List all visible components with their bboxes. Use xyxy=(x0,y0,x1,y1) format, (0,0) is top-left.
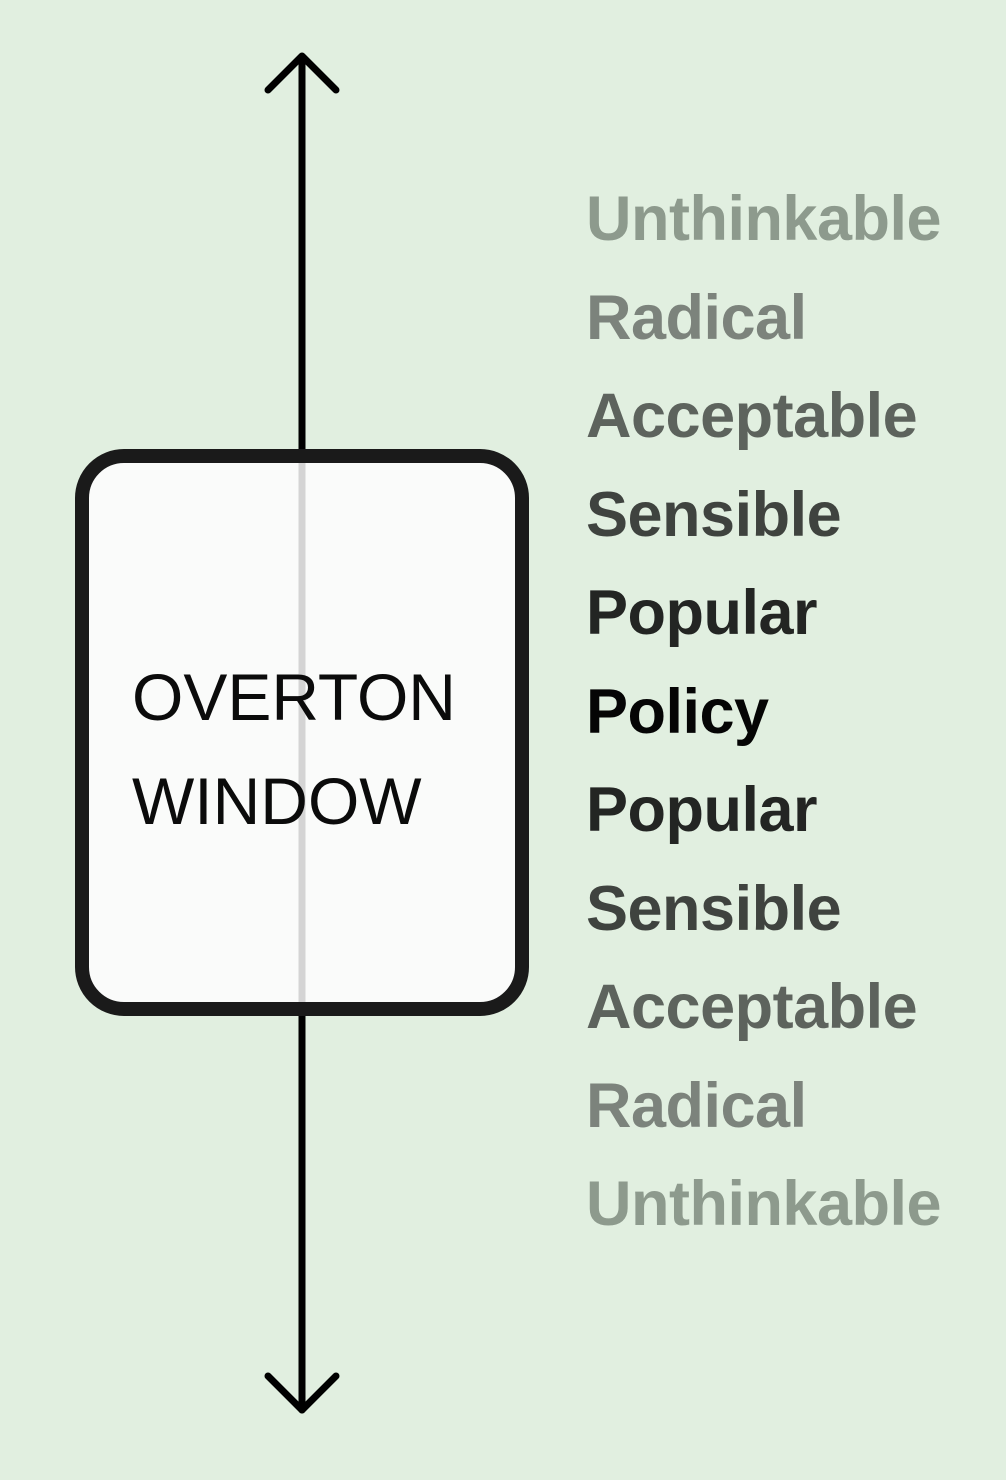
scale-item-radical: Radical xyxy=(586,282,807,353)
arrow-up-icon xyxy=(264,52,340,94)
scale-item-unthinkable: Unthinkable xyxy=(586,1169,942,1239)
scale-item-sensible: Sensible xyxy=(586,873,842,944)
scale-item-radical: Radical xyxy=(586,1070,807,1141)
overton-window-label: OVERTON WINDOW xyxy=(132,645,456,853)
overton-window-box xyxy=(75,449,529,1016)
arrow-down-icon xyxy=(264,1372,340,1414)
scale-item-popular: Popular xyxy=(586,578,818,648)
scale-item-acceptable: Acceptable xyxy=(586,381,918,451)
box-title-line1: OVERTON xyxy=(132,660,456,734)
box-title-line2: WINDOW xyxy=(132,764,422,838)
scale-item-popular: Popular xyxy=(586,775,818,845)
scale-item-sensible: Sensible xyxy=(586,479,842,550)
scale-item-unthinkable: Unthinkable xyxy=(586,184,942,254)
scale-item-policy: Policy xyxy=(586,676,769,747)
scale-item-acceptable: Acceptable xyxy=(586,972,918,1042)
